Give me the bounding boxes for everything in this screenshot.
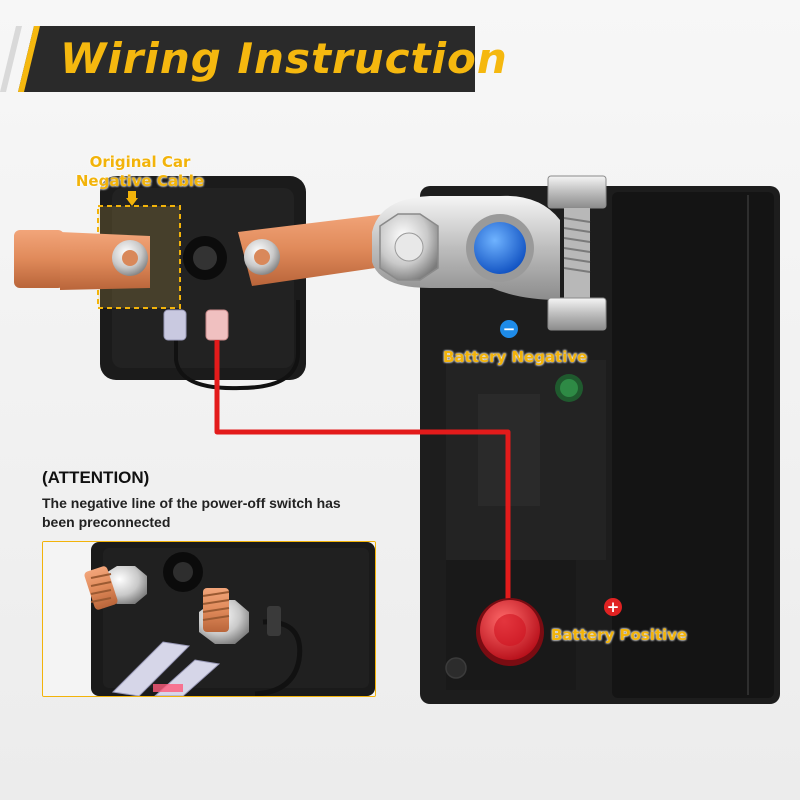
closeup-illustration: [43, 542, 375, 696]
signal-wires: [163, 300, 301, 391]
battery-clamp: [372, 175, 607, 331]
original-cable-label-line2: Negative Cable: [75, 172, 205, 190]
negative-terminal-post: [474, 222, 526, 274]
minus-icon: −: [500, 320, 518, 338]
closeup-inset: [42, 541, 376, 697]
banner-shape: [0, 26, 475, 92]
page-title: Wiring Instruction: [60, 34, 508, 83]
positive-terminal: [476, 598, 544, 666]
battery-positive-label: Battery Positive: [551, 626, 688, 644]
attention-title: (ATTENTION): [42, 468, 150, 487]
closeup-connectors: [111, 641, 221, 696]
closeup-right-stud: [199, 588, 249, 644]
title-banner: Wiring Instruction: [0, 26, 507, 92]
battery-negative-label: Battery Negative: [443, 348, 588, 366]
arrow-up-icon: [126, 198, 138, 206]
arrow-stem: [128, 191, 136, 199]
original-cable-lug: [14, 230, 150, 290]
red-positive-wire: [214, 340, 511, 610]
attention-note: The negative line of the power-off switc…: [42, 494, 372, 532]
copper-link-bar: [238, 212, 416, 286]
attention-line-2: been preconnected: [42, 514, 171, 530]
closeup-left-stud: [84, 566, 147, 610]
attention-line-1: The negative line of the power-off switc…: [42, 495, 341, 511]
original-cable-label: Original Car Negative Cable: [60, 153, 220, 191]
original-cable-label-line1: Original Car: [89, 153, 191, 171]
plus-icon: +: [604, 598, 622, 616]
